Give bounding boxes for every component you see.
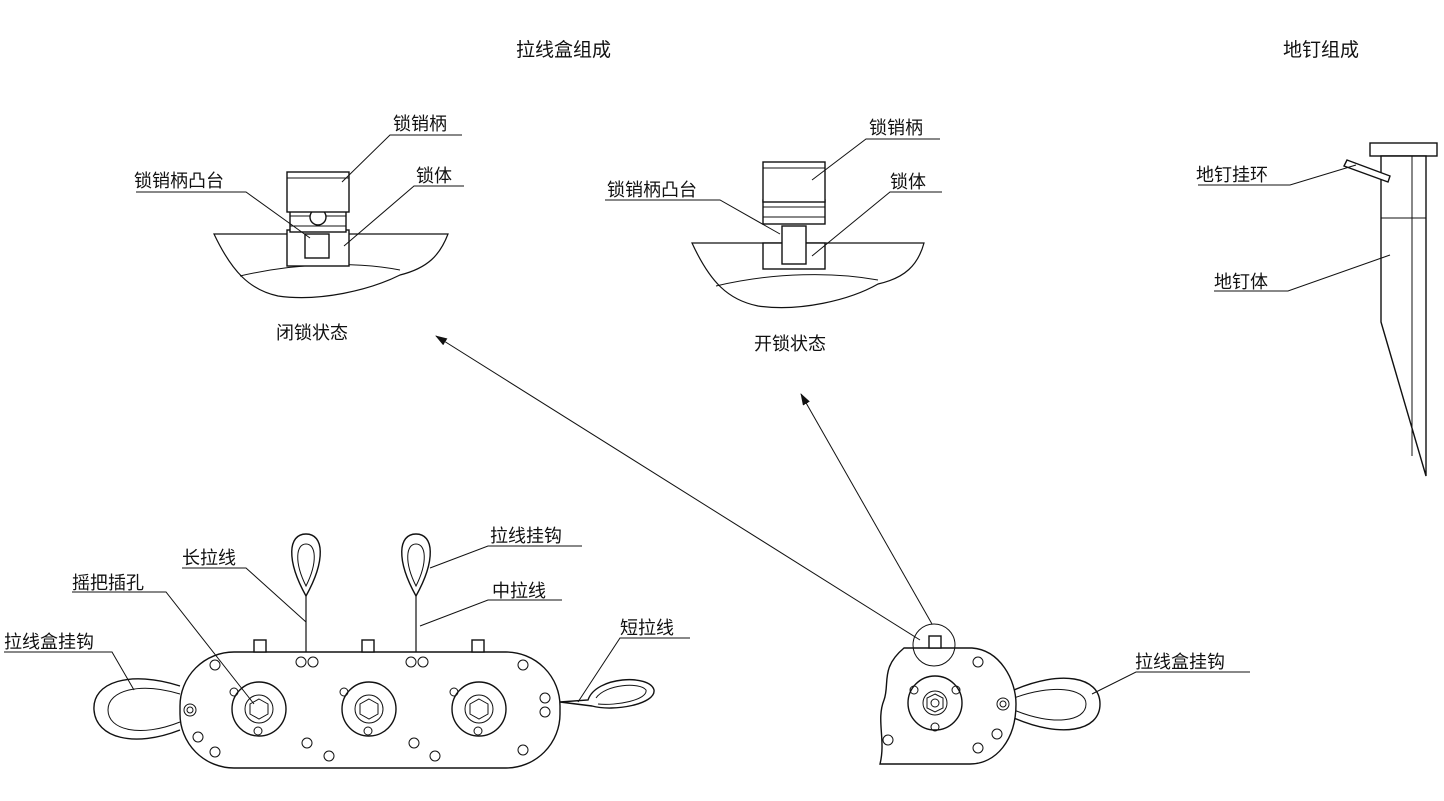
closed-lock-figure (136, 134, 464, 299)
open-state-caption: 开锁状态 (754, 334, 826, 355)
wire-box-side (879, 623, 1250, 765)
closed-state-caption: 闭锁状态 (276, 323, 348, 344)
open-lock-figure (605, 138, 942, 309)
box-hook-label-left: 拉线盒挂钩 (4, 632, 94, 653)
title-box-assembly: 拉线盒组成 (516, 39, 611, 61)
open-lock-body-label: 锁体 (890, 172, 926, 193)
crank-hole-label: 摇把插孔 (72, 573, 144, 594)
closed-lock-body-label: 锁体 (416, 166, 452, 187)
short-wire-label: 短拉线 (620, 618, 674, 639)
mid-wire-label: 中拉线 (492, 581, 546, 602)
title-stake-assembly: 地钉组成 (1283, 39, 1359, 61)
arrow-to-open-state (800, 393, 933, 625)
long-wire-label: 长拉线 (182, 548, 236, 569)
closed-handle-boss-label: 锁销柄凸台 (134, 171, 224, 192)
open-handle-boss-label: 锁销柄凸台 (607, 180, 697, 201)
stake-body-label: 地钉体 (1214, 272, 1268, 293)
ground-stake-figure (1198, 142, 1438, 477)
stake-ring-label: 地钉挂环 (1196, 165, 1268, 186)
closed-handle-label: 锁销柄 (393, 114, 447, 135)
arrow-to-closed-state (435, 335, 921, 641)
box-hook-label-right: 拉线盒挂钩 (1135, 652, 1225, 673)
open-handle-label: 锁销柄 (869, 118, 923, 139)
wire-hook-label: 拉线挂钩 (490, 526, 562, 547)
wire-box-main (4, 533, 690, 769)
